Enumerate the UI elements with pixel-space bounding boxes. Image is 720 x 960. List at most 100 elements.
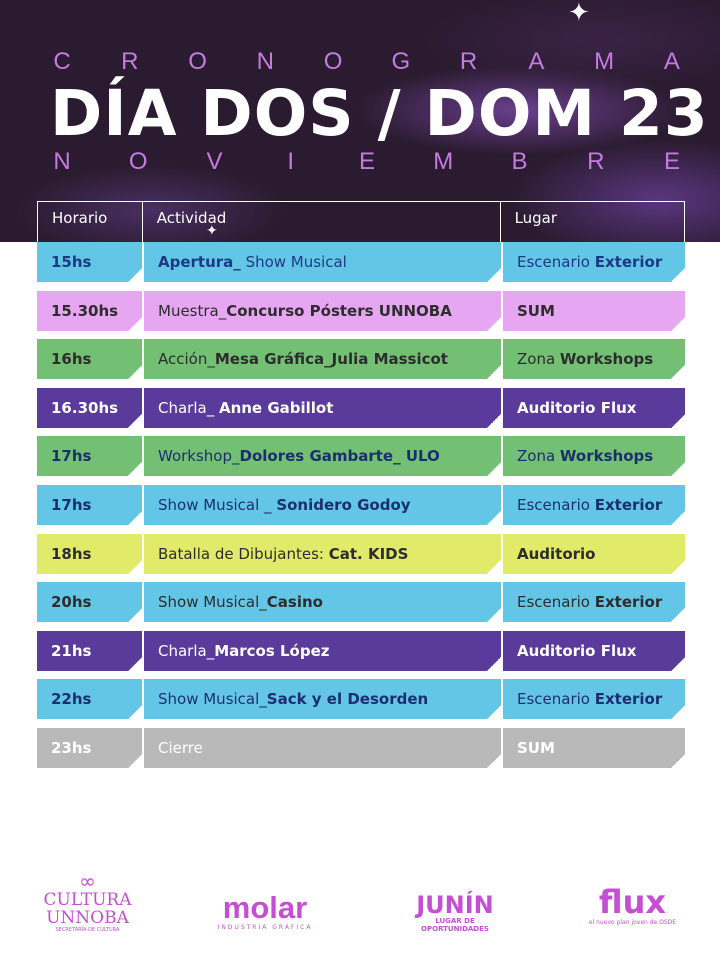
activity-highlight: Sack y el Desorden (266, 690, 429, 709)
activity-text: Acción_ (158, 350, 215, 369)
activity-highlight: Sonidero Godoy (276, 495, 411, 514)
junin-tagline2: OPORTUNIDADES (421, 925, 489, 933)
eyebrow-letter: R (459, 48, 478, 75)
activity-cell: Cierre (144, 727, 501, 768)
schedule-header: Horario Actividad Lugar (37, 201, 685, 242)
activity-text: Show Musical (240, 253, 347, 271)
eyebrow-letter: O (323, 48, 343, 75)
time-cell: 16hs (37, 339, 142, 380)
activity-cell: Show Musical_Sack y el Desorden (144, 679, 501, 720)
place-cell: Escenario Exterior (503, 242, 685, 282)
place-highlight: Workshops (559, 350, 654, 369)
place-cell: SUM (503, 290, 685, 331)
time-text: 16.30hs (51, 398, 119, 417)
month-letter: E (663, 148, 680, 175)
eyebrow-letter: M (594, 48, 615, 75)
activity-text: Charla_ (158, 641, 215, 660)
time-cell: 23hs (37, 727, 142, 768)
molar-tagline: INDUSTRIA GRÁFICA (217, 924, 313, 931)
activity-cell: Charla_Marcos López (144, 630, 501, 671)
place-text: Zona (517, 447, 560, 466)
place-cell: Zona Workshops (503, 339, 685, 380)
activity-cell: Workshop_Dolores Gambarte_ ULO (144, 436, 501, 477)
activity-highlight: Concurso Pósters UNNOBA (226, 301, 452, 320)
flux-logo: flux el nuevo plan joven de OSDE (585, 885, 680, 927)
time-text: 16hs (51, 350, 92, 369)
place-highlight: Auditorio Flux (517, 398, 637, 417)
table-row: 16.30hs Charla_ Anne Gabillot Auditorio Fl… (37, 387, 685, 428)
eyebrow-letter: R (121, 48, 139, 75)
place-cell: SUM (503, 727, 685, 768)
place-cell: Escenario Exterior (503, 582, 685, 623)
place-highlight: SUM (517, 301, 555, 320)
eyebrow-letter: C (53, 48, 71, 75)
cultura-unnoba-logo: ∞ CULTURA UNNOBA SECRETARÍA DE CULTURA (40, 871, 135, 934)
place-highlight: Exterior (594, 495, 663, 514)
eyebrow-letter: N (256, 48, 274, 75)
place-text: Escenario (517, 495, 595, 514)
place-highlight: Exterior (594, 690, 663, 709)
place-text: Escenario (517, 690, 595, 709)
activity-highlight: Apertura_ (158, 253, 241, 271)
activity-text: Muestra_ (158, 301, 227, 320)
sponsor-logos: ∞ CULTURA UNNOBA SECRETARÍA DE CULTURA m… (0, 865, 720, 945)
activity-highlight: Mesa Gráfica_Julia Massicot (214, 350, 448, 369)
table-row: 17hs Workshop_Dolores Gambarte_ ULO Zona W… (37, 436, 685, 477)
month-letter: N (53, 148, 71, 175)
place-cell: Auditorio (503, 533, 685, 574)
activity-cell: Muestra_Concurso Pósters UNNOBA (144, 290, 501, 331)
cultura-line1: CULTURA (43, 890, 132, 910)
time-text: 20hs (51, 593, 92, 612)
cultura-line2: UNNOBA (46, 908, 129, 928)
activity-text: Show Musical _ (158, 495, 277, 514)
activity-text: Charla_ (158, 398, 219, 417)
time-cell: 22hs (37, 679, 142, 720)
time-text: 17hs (51, 447, 92, 466)
activity-highlight: Anne Gabillot (218, 398, 334, 417)
time-cell: 18hs (37, 533, 142, 574)
activity-cell: Charla_ Anne Gabillot (144, 387, 501, 428)
place-highlight: Workshops (559, 447, 654, 466)
place-highlight: Auditorio Flux (517, 641, 637, 660)
junin-tagline1: LUGAR DE (435, 917, 475, 925)
eyebrow-letter: O (188, 48, 207, 75)
time-cell: 16.30hs (37, 387, 142, 428)
activity-cell: Apertura_ Show Musical (144, 242, 501, 282)
flux-tagline: el nuevo plan joven de OSDE (588, 919, 677, 926)
activity-cell: Batalla de Dibujantes: Cat. KIDS (144, 533, 501, 574)
place-cell: Auditorio Flux (503, 630, 685, 671)
column-header-horario: Horario (38, 202, 143, 242)
month-letter: E (358, 148, 375, 175)
activity-text: Workshop_ (158, 447, 240, 466)
flux-name: flux (598, 883, 667, 921)
sparkle-icon: ✦ (206, 223, 218, 239)
molar-name: molar (222, 890, 308, 925)
activity-text: Show Musical_ (158, 690, 267, 709)
time-cell: 15.30hs (37, 290, 142, 331)
molar-logo: molar INDUSTRIA GRÁFICA (210, 890, 320, 932)
eyebrow-letter: G (391, 48, 411, 75)
month-letter: R (587, 148, 605, 175)
time-cell: 20hs (37, 582, 142, 623)
sparkle-icon: ✦ (568, 0, 590, 28)
time-text: 15.30hs (51, 301, 119, 320)
activity-highlight: Dolores Gambarte_ ULO (239, 447, 440, 466)
place-highlight: Auditorio (517, 544, 596, 563)
eyebrow-letter: A (663, 48, 680, 75)
place-cell: Escenario Exterior (503, 679, 685, 720)
activity-cell: Show Musical _ Sonidero Godoy (144, 484, 501, 525)
place-cell: Escenario Exterior (503, 484, 685, 525)
place-highlight: Exterior (594, 253, 663, 271)
place-highlight: Exterior (594, 593, 663, 612)
table-row: 16hs Acción_Mesa Gráfica_Julia Massicot Zo… (37, 339, 685, 380)
knot-icon: ∞ (79, 869, 96, 893)
